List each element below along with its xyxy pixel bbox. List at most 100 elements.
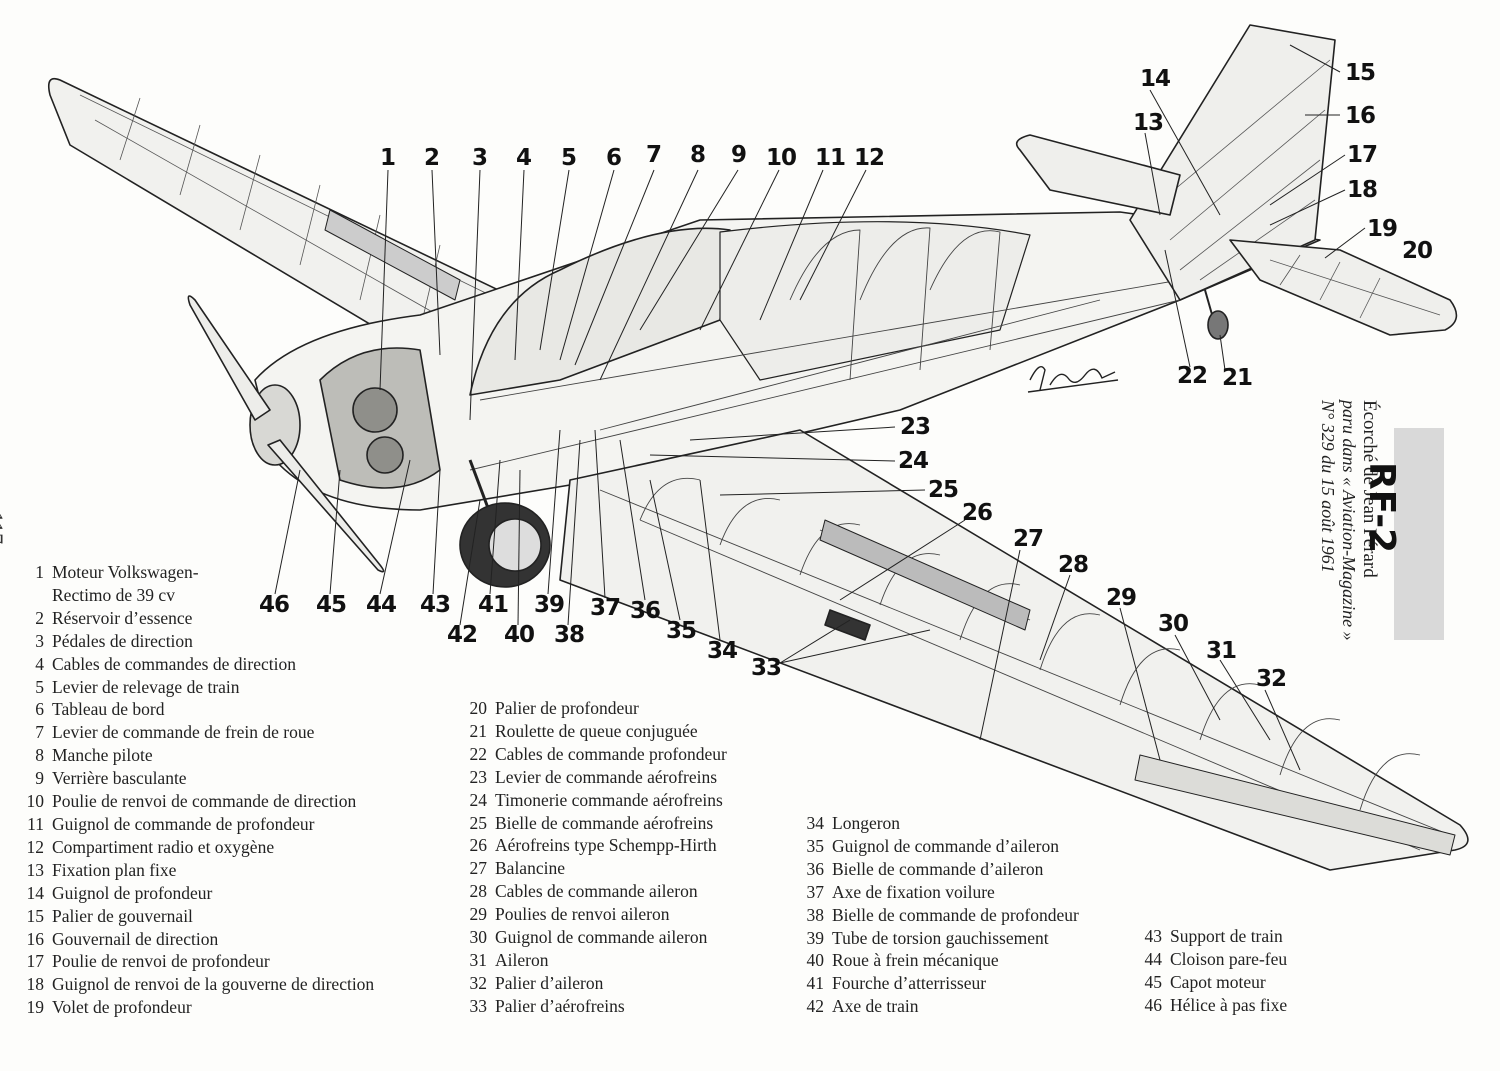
callout-4: 4 xyxy=(516,145,531,171)
callout-36: 36 xyxy=(630,598,660,624)
callout-8: 8 xyxy=(690,142,705,168)
callout-20: 20 xyxy=(1402,238,1432,264)
aileron xyxy=(1134,754,1456,856)
callout-40: 40 xyxy=(504,622,534,648)
callout-38: 38 xyxy=(554,622,584,648)
callout-labels: 1 2 3 4 5 6 7 8 9 10 11 12 13 14 15 16 1… xyxy=(259,60,1433,692)
callout-28: 28 xyxy=(1058,552,1088,578)
callout-35: 35 xyxy=(666,618,696,644)
callout-23: 23 xyxy=(900,414,930,440)
callout-32: 32 xyxy=(1256,666,1286,692)
artist-signature xyxy=(1027,366,1119,393)
callout-18: 18 xyxy=(1347,177,1377,203)
callout-27: 27 xyxy=(1013,526,1043,552)
callout-44: 44 xyxy=(366,592,396,618)
callout-12: 12 xyxy=(854,145,884,171)
callout-10: 10 xyxy=(766,145,796,171)
callout-21: 21 xyxy=(1222,365,1252,391)
credit-line-3: N° 329 du 15 août 1961 xyxy=(1318,400,1338,573)
right-stabilizer xyxy=(1229,239,1458,336)
callout-45: 45 xyxy=(316,592,346,618)
callout-26: 26 xyxy=(962,500,992,526)
legend-item-continued: Rectimo de 39 cv xyxy=(52,584,175,605)
callout-13: 13 xyxy=(1133,110,1163,136)
callout-7: 7 xyxy=(646,142,661,168)
callout-33: 33 xyxy=(751,655,781,681)
callout-11: 11 xyxy=(815,145,845,171)
callout-34: 34 xyxy=(707,638,737,664)
callout-3: 3 xyxy=(472,145,487,171)
callout-5: 5 xyxy=(561,145,576,171)
callout-22: 22 xyxy=(1177,363,1207,389)
left-wing xyxy=(47,77,516,349)
propeller xyxy=(187,295,271,421)
tail-fin xyxy=(1129,24,1336,301)
title-box: RF-2 xyxy=(1361,428,1444,640)
callout-17: 17 xyxy=(1347,142,1377,168)
aircraft-title: RF-2 xyxy=(1361,462,1402,554)
canopy xyxy=(469,227,731,396)
callout-1: 1 xyxy=(380,145,395,171)
callout-31: 31 xyxy=(1206,638,1236,664)
callout-2: 2 xyxy=(424,145,439,171)
credit-line-2: paru dans « Aviation-Magazine » xyxy=(1339,400,1359,641)
callout-46: 46 xyxy=(259,592,289,618)
callout-39: 39 xyxy=(534,592,564,618)
callout-9: 9 xyxy=(731,142,746,168)
callout-19: 19 xyxy=(1367,216,1397,242)
callout-41: 41 xyxy=(478,592,508,618)
callout-14: 14 xyxy=(1140,66,1170,92)
callout-30: 30 xyxy=(1158,611,1188,637)
callout-29: 29 xyxy=(1106,585,1136,611)
callout-16: 16 xyxy=(1345,103,1375,129)
callout-37: 37 xyxy=(590,595,620,621)
callout-25: 25 xyxy=(928,477,958,503)
